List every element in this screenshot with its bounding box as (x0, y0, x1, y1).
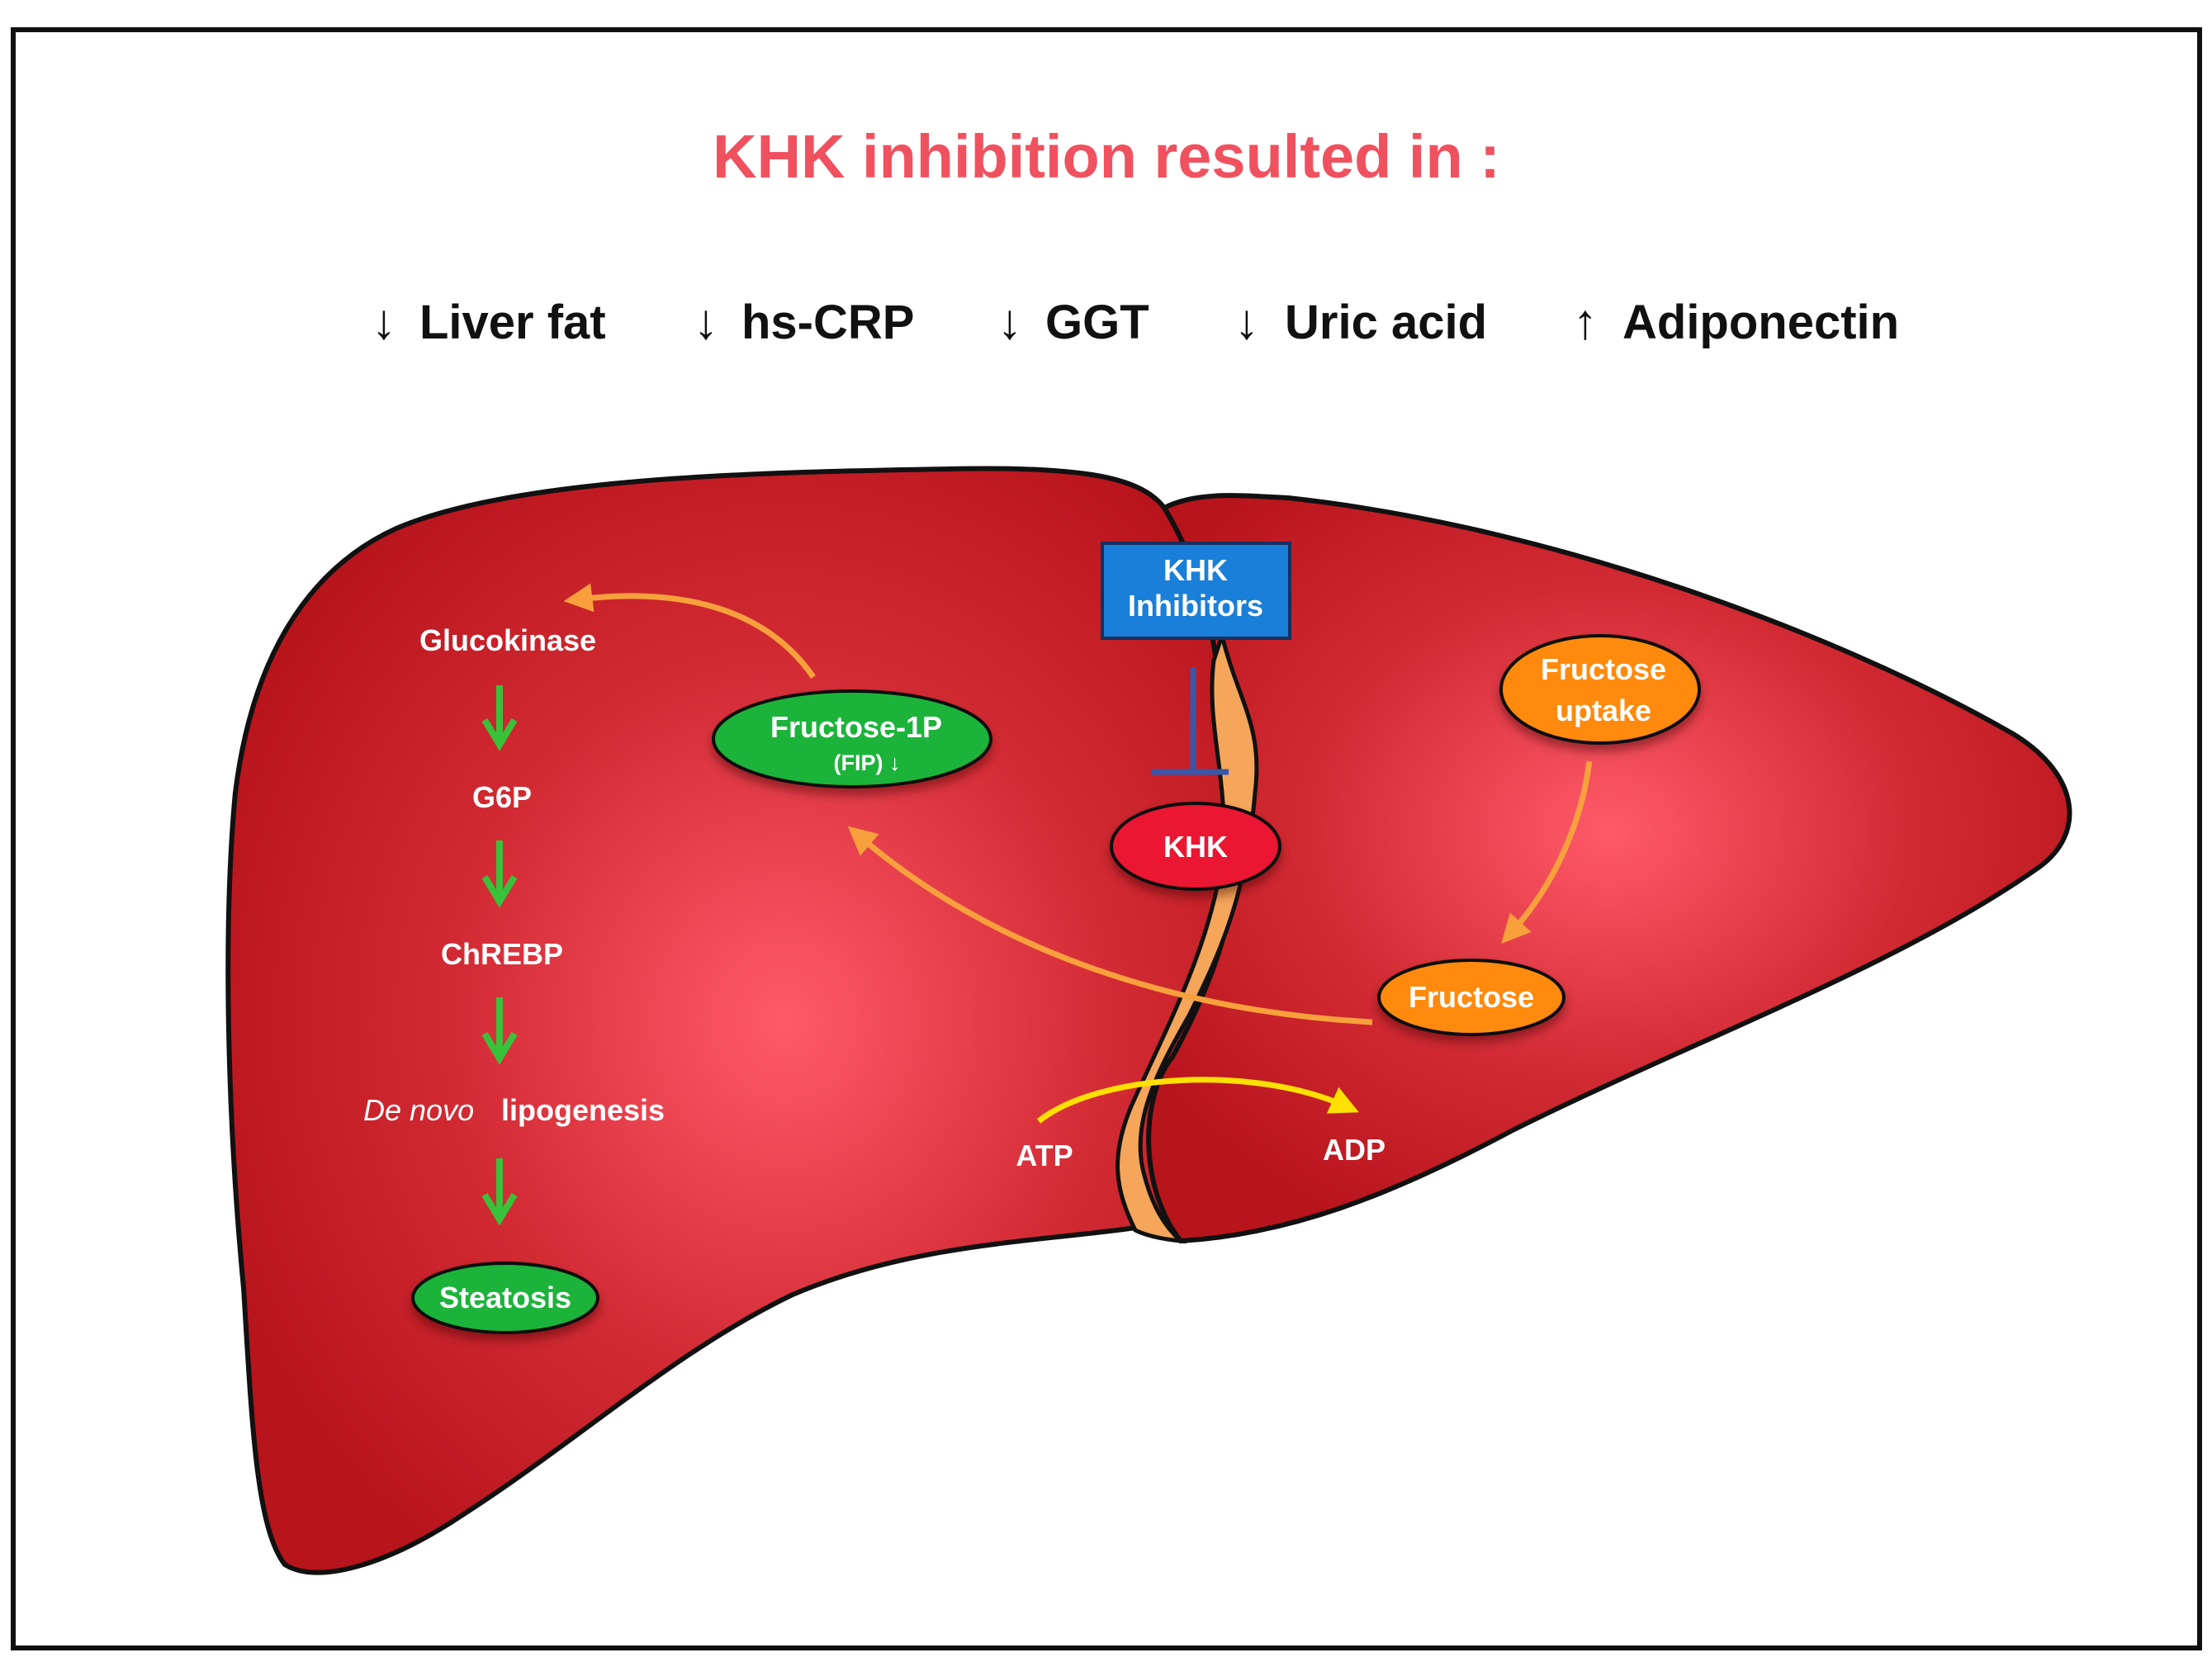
khk-inhibitors-box (1101, 542, 1291, 640)
effect-arrow-liver-fat: ↓ (372, 294, 396, 349)
label-fructose-uptake-1: Fructose (1541, 652, 1666, 686)
node-steatosis (411, 1262, 599, 1334)
node-fructose-uptake (1499, 634, 1701, 745)
effect-arrow-ggt: ↓ (997, 294, 1022, 349)
label-steatosis: Steatosis (439, 1281, 571, 1314)
label-khk-inhibitors-2: Inhibitors (1128, 589, 1263, 623)
inhibition-symbol (1152, 667, 1229, 775)
figure-title: KHK inhibition resulted in : (713, 122, 1500, 191)
label-fructose-uptake-2: uptake (1556, 694, 1651, 727)
effect-arrow-hs-crp: ↓ (694, 294, 718, 349)
label-fructose: Fructose (1409, 980, 1534, 1014)
arrow-g6p-to-chrebp (481, 840, 518, 908)
label-g6p: G6P (472, 780, 532, 814)
flow-arrows (563, 583, 1593, 1025)
effect-label-liver-fat: Liver fat (419, 296, 606, 349)
arrow-lipogenesis-to-steatosis (481, 1158, 518, 1226)
pathway-arrows (481, 685, 518, 1226)
arrow-atp-to-adp (1036, 1077, 1359, 1124)
arrow-f1p-to-glucokinase (563, 583, 816, 679)
effect-label-uric-acid: Uric acid (1285, 296, 1487, 349)
label-atp: ATP (1016, 1139, 1073, 1172)
label-lipogenesis: lipogenesis (501, 1093, 665, 1127)
arrow-uptake-to-fructose (1501, 760, 1593, 944)
label-f1p-abbrev: (FIP) ↓ (834, 751, 901, 775)
node-fructose (1377, 959, 1565, 1036)
arrow-glucokinase-to-g6p (481, 685, 518, 751)
effect-arrow-adiponectin: ↑ (1573, 294, 1598, 349)
label-chrebp: ChREBP (441, 937, 563, 971)
label-fructose-1p: Fructose-1P (770, 710, 942, 744)
label-glucokinase: Glucokinase (419, 623, 596, 657)
label-khk: KHK (1163, 830, 1228, 864)
effect-label-ggt: GGT (1045, 296, 1149, 349)
label-adp: ADP (1323, 1133, 1385, 1167)
node-khk (1110, 802, 1281, 891)
effect-label-adiponectin: Adiponectin (1622, 296, 1899, 349)
effect-arrow-uric-acid: ↓ (1234, 294, 1259, 349)
label-khk-inhibitors-1: KHK (1163, 553, 1228, 587)
arrow-chrebp-to-lipogenesis (481, 997, 518, 1065)
arrow-fructose-to-f1p (847, 826, 1373, 1025)
effects-row: ↓ Liver fat ↓ hs-CRP ↓ GGT ↓ Uric acid ↑… (372, 294, 1899, 349)
node-fructose-1p (712, 689, 992, 788)
effect-label-hs-crp: hs-CRP (741, 296, 914, 349)
label-de-novo: De novo (363, 1093, 474, 1127)
